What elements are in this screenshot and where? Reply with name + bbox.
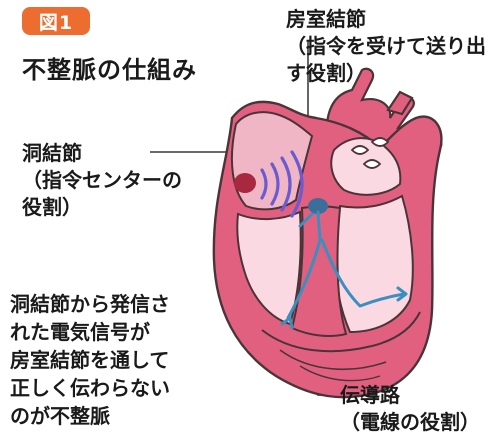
apex-inner <box>261 311 421 353</box>
explanation-line: のが不整脈 <box>10 404 110 428</box>
septum <box>290 205 348 337</box>
conduction-name: 伝導路 <box>340 383 400 407</box>
av-node-dot <box>308 198 328 214</box>
explanation-text: 洞結節から発信さ れた電気信号が 房室結節を通して 正しく伝わらない のが不整脈 <box>10 290 170 430</box>
explanation-line: 房室結節を通して <box>10 348 170 372</box>
sa-node-label: 洞結節 （指令センターの 役割） <box>22 140 182 221</box>
sa-node-role-cont: 役割） <box>22 195 82 219</box>
left-ventricle <box>334 194 414 334</box>
av-node-label: 房室結節 （指令を受けて送り出 す役割） <box>286 6 486 87</box>
av-node-role: （指令を受けて送り出 <box>286 34 486 58</box>
av-node-name: 房室結節 <box>286 7 366 31</box>
figure-title: 不整脈の仕組み <box>22 56 197 84</box>
signal-waves <box>260 150 304 218</box>
conduction-label: 伝導路 （電線の役割） <box>340 382 480 436</box>
av-node-role-cont: す役割） <box>286 61 366 85</box>
sa-node-name: 洞結節 <box>22 141 82 165</box>
valves <box>350 137 390 169</box>
explanation-line: 洞結節から発信さ <box>10 292 170 316</box>
sa-node-dot <box>234 173 256 193</box>
conduction-arrows <box>280 210 408 330</box>
figure-badge: 図1 <box>22 7 90 35</box>
explanation-line: れた電気信号が <box>10 320 150 344</box>
explanation-line: 正しく伝わらない <box>10 376 170 400</box>
conduction-role: （電線の役割） <box>340 410 480 434</box>
sa-node-role: （指令センターの <box>22 168 182 192</box>
